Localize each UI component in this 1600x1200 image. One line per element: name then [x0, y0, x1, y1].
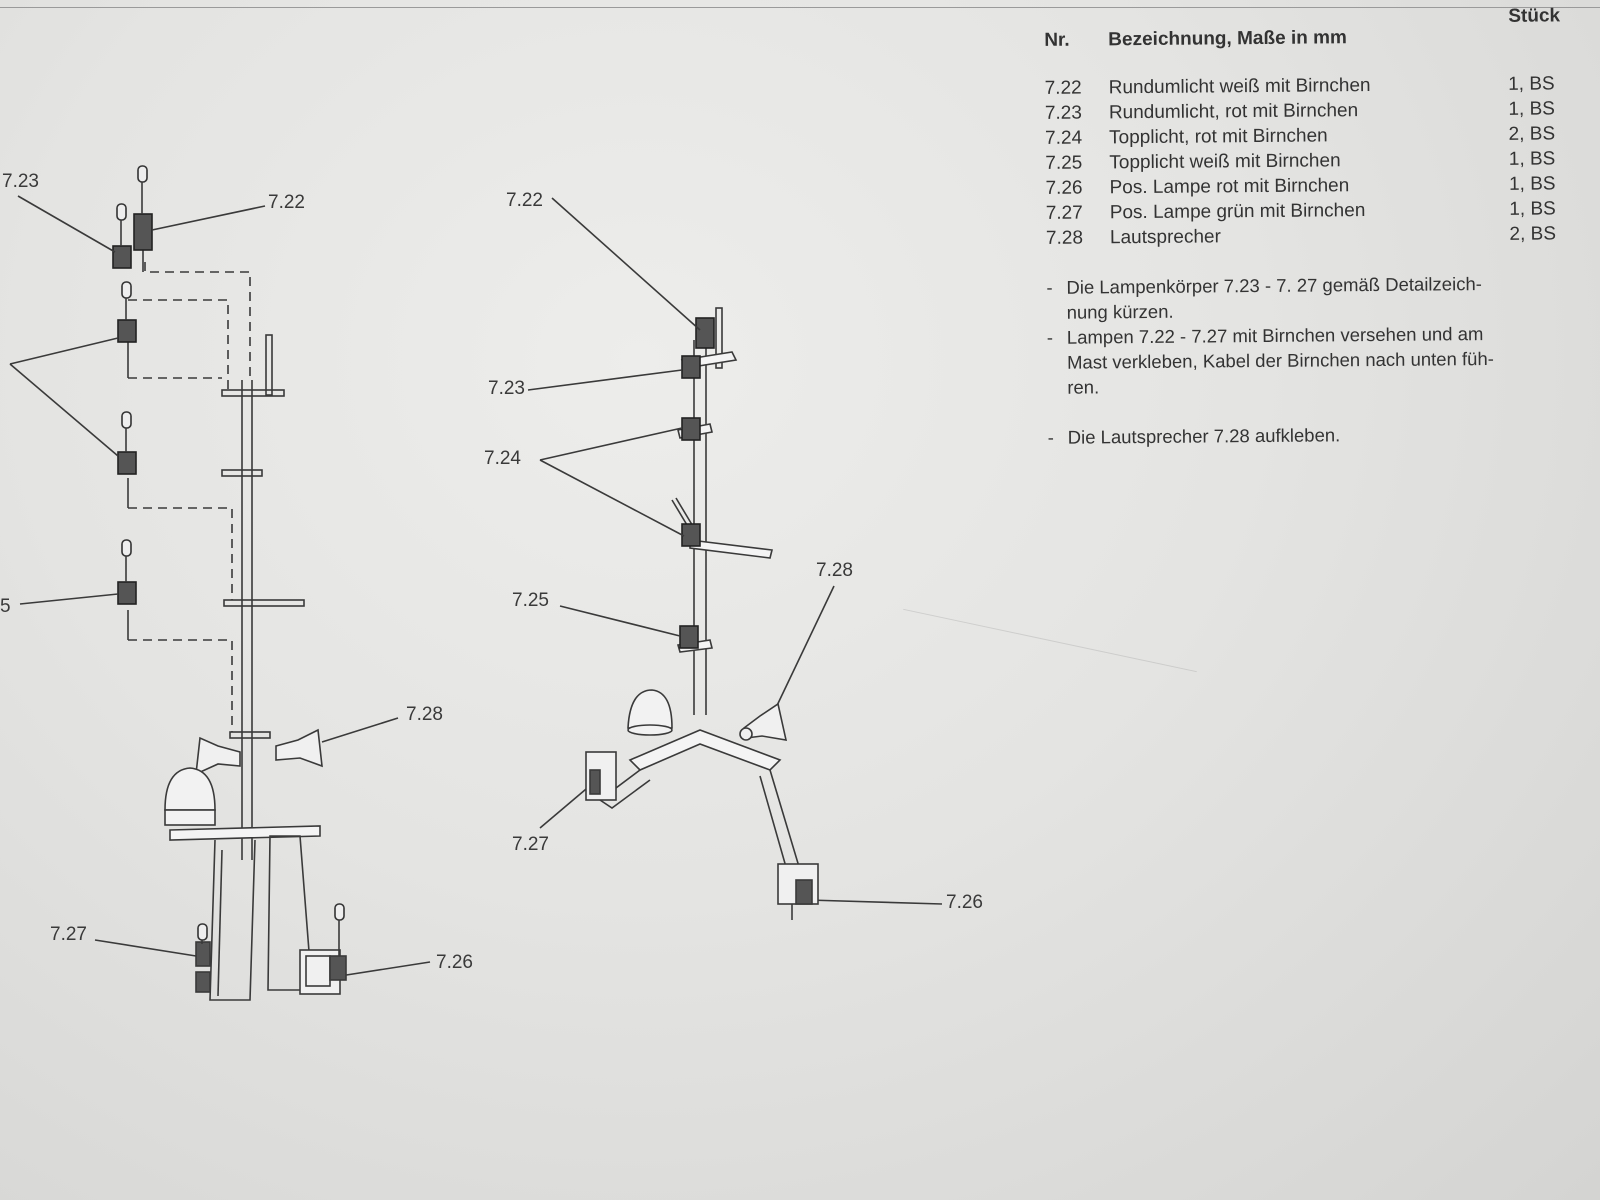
- row-nr: 7.23: [1044, 102, 1082, 124]
- callout-7-24-right: 7.24: [484, 448, 521, 469]
- callout-7-23-left: 7.23: [2, 171, 39, 192]
- header-description: Bezeichnung, Maße in mm: [1108, 27, 1347, 51]
- note-dash: -: [1047, 426, 1054, 448]
- callout-7-22-right: 7.22: [506, 190, 543, 211]
- row-nr: 7.24: [1045, 127, 1083, 149]
- row-quantity: 1, BS: [1508, 148, 1556, 170]
- note-item: - Die Lautsprecher 7.28 aufkleben.: [1034, 420, 1574, 450]
- right-callouts: 7.22 7.23 7.24 7.25 7.28 7.27 7.26: [484, 190, 983, 913]
- callout-7-27-left: 7.27: [50, 924, 87, 945]
- row-description: Topplicht, rot mit Birnchen: [1109, 125, 1328, 149]
- row-quantity: 2, BS: [1509, 223, 1557, 245]
- callout-7-25-right: 7.25: [512, 590, 549, 611]
- row-nr: 7.25: [1045, 152, 1083, 174]
- note-dash: -: [1046, 326, 1054, 348]
- row-nr: 7.22: [1044, 77, 1082, 99]
- note-line: ren.: [1067, 376, 1100, 398]
- page-top-edge: [0, 0, 1600, 8]
- table-row: 7.28 Lautsprecher 2, BS: [1032, 223, 1572, 253]
- row-description: Lautsprecher: [1109, 226, 1221, 249]
- callout-7-26-left: 7.26: [436, 952, 473, 973]
- callout-7-25-left: 5: [0, 596, 11, 617]
- row-description: Topplicht weiß mit Birnchen: [1109, 150, 1341, 174]
- row-description: Rundumlicht weiß mit Birnchen: [1108, 75, 1371, 99]
- right-assembled-view: [527, 197, 943, 920]
- row-quantity: 1, BS: [1508, 73, 1555, 95]
- header-quantity: Stück: [1508, 5, 1561, 27]
- header-nr: Nr.: [1044, 29, 1070, 51]
- row-nr: 7.27: [1045, 202, 1083, 224]
- callout-7-26-right: 7.26: [946, 892, 983, 913]
- callout-7-28-right: 7.28: [816, 560, 853, 581]
- row-nr: 7.28: [1045, 227, 1084, 249]
- left-callouts: 7.23 7.22 5 7.28 7.27 7.26: [0, 171, 473, 973]
- callout-7-27-right: 7.27: [512, 834, 549, 855]
- note-item: - Die Lampenkörper 7.23 - 7. 27 gemäß De…: [1032, 270, 1572, 325]
- callout-7-28-left: 7.28: [406, 704, 443, 725]
- row-quantity: 1, BS: [1508, 173, 1556, 195]
- left-exploded-view: [9, 165, 431, 1001]
- note-item: - Lampen 7.22 - 7.27 mit Birnchen verseh…: [1033, 320, 1574, 400]
- row-quantity: 1, BS: [1509, 198, 1556, 220]
- note-line: Die Lautsprecher 7.28 aufkleben.: [1067, 424, 1341, 448]
- parts-panel: Nr. Bezeichnung, Maße in mm Stück 7.22 R…: [1030, 5, 1574, 450]
- row-description: Rundumlicht, rot mit Birnchen: [1108, 100, 1359, 124]
- callout-7-23-right: 7.23: [488, 378, 525, 399]
- row-description: Pos. Lampe grün mit Birnchen: [1109, 200, 1366, 224]
- row-quantity: 2, BS: [1508, 123, 1556, 145]
- callout-7-22-left: 7.22: [268, 192, 305, 213]
- parts-table-header: Nr. Bezeichnung, Maße in mm Stück: [1030, 5, 1571, 70]
- row-quantity: 1, BS: [1508, 98, 1555, 120]
- row-description: Pos. Lampe rot mit Birnchen: [1109, 175, 1350, 199]
- assembly-notes: - Die Lampenkörper 7.23 - 7. 27 gemäß De…: [1032, 270, 1574, 450]
- row-nr: 7.26: [1045, 177, 1083, 199]
- note-dash: -: [1046, 276, 1053, 298]
